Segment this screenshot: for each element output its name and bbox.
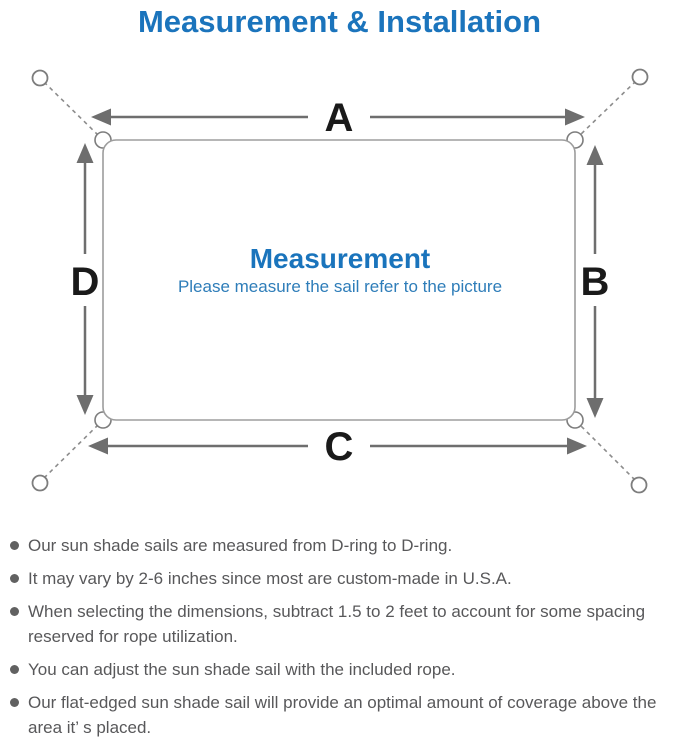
dimension-label-a: A bbox=[325, 96, 354, 140]
tether-line-bottom-left bbox=[43, 423, 100, 479]
arrowhead-right-icon bbox=[565, 108, 585, 126]
arrowhead-up-icon bbox=[76, 143, 94, 163]
diagram-center-title: Measurement bbox=[250, 243, 431, 274]
anchor-points bbox=[31, 68, 649, 494]
note-text: When selecting the dimensions, subtract … bbox=[28, 602, 646, 646]
arrowhead-left-icon bbox=[88, 437, 108, 455]
tether-line-bottom-right bbox=[578, 423, 636, 481]
list-item: You can adjust the sun shade sail with t… bbox=[10, 657, 671, 682]
note-text: You can adjust the sun shade sail with t… bbox=[28, 660, 456, 679]
dimension-arrow-d bbox=[76, 143, 94, 415]
arrowhead-up-icon bbox=[586, 145, 604, 165]
bullet-icon bbox=[10, 541, 19, 550]
arrowhead-down-icon bbox=[76, 395, 94, 415]
notes-list: Our sun shade sails are measured from D-… bbox=[0, 533, 679, 739]
bullet-icon bbox=[10, 698, 19, 707]
tether-line-top-left bbox=[43, 81, 100, 137]
dimension-arrow-b bbox=[586, 145, 604, 418]
note-text: Our flat-edged sun shade sail will provi… bbox=[28, 693, 657, 737]
dimension-label-c: C bbox=[325, 425, 354, 469]
dimension-label-b: B bbox=[581, 260, 610, 304]
bullet-icon bbox=[10, 665, 19, 674]
list-item: It may vary by 2-6 inches since most are… bbox=[10, 566, 671, 591]
dimension-arrow-c bbox=[88, 437, 587, 455]
arrowhead-right-icon bbox=[567, 437, 587, 455]
list-item: Our sun shade sails are measured from D-… bbox=[10, 533, 671, 558]
note-text: It may vary by 2-6 inches since most are… bbox=[28, 569, 512, 588]
list-item: Our flat-edged sun shade sail will provi… bbox=[10, 690, 671, 739]
anchor-point-bottom-left-icon bbox=[31, 474, 49, 492]
sail-outline bbox=[102, 139, 576, 421]
bullet-icon bbox=[10, 607, 19, 616]
measurement-diagram: A C D B Measurement Please measure the s… bbox=[31, 68, 649, 494]
tether-lines bbox=[43, 80, 637, 481]
anchor-point-top-left-icon bbox=[31, 69, 49, 87]
anchor-point-bottom-right-icon bbox=[630, 476, 648, 494]
anchor-point-top-right-icon bbox=[631, 68, 649, 86]
tether-line-top-right bbox=[578, 80, 637, 137]
arrowhead-down-icon bbox=[586, 398, 604, 418]
note-text: Our sun shade sails are measured from D-… bbox=[28, 536, 453, 555]
arrowhead-left-icon bbox=[91, 108, 111, 126]
list-item: When selecting the dimensions, subtract … bbox=[10, 599, 671, 649]
bullet-icon bbox=[10, 574, 19, 583]
diagram-center-subtitle: Please measure the sail refer to the pic… bbox=[178, 277, 502, 296]
dimension-arrow-a bbox=[91, 108, 585, 126]
dimension-label-d: D bbox=[71, 260, 100, 304]
page-title: Measurement & Installation bbox=[137, 4, 542, 39]
